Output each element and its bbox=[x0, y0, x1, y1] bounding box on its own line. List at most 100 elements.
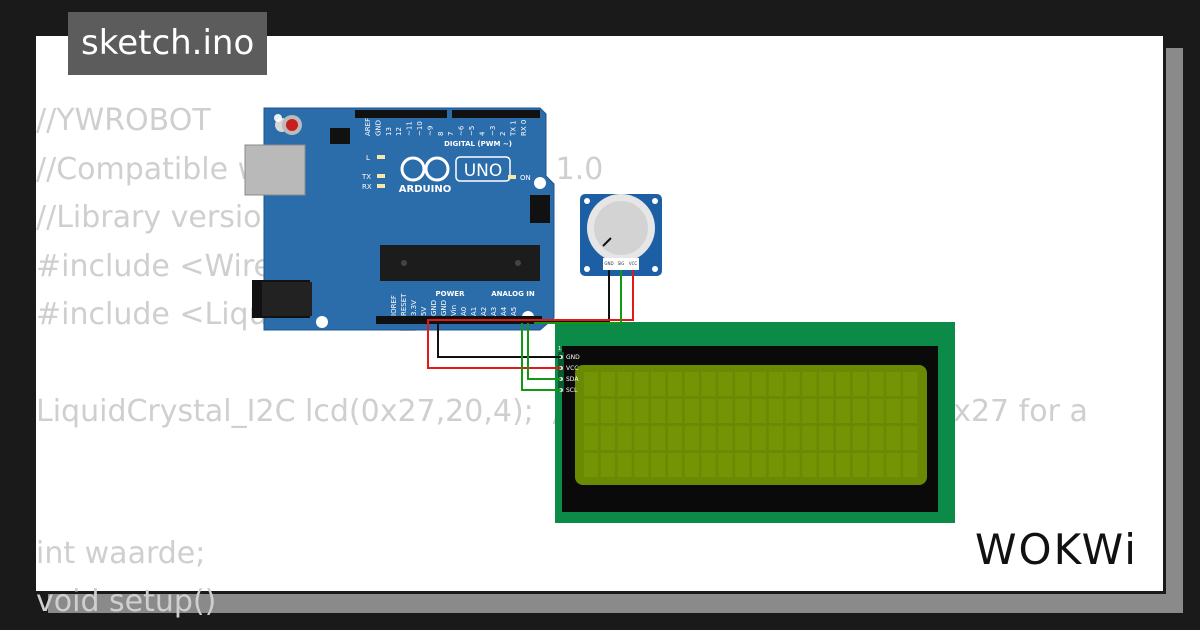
lcd-pin-gnd: GND bbox=[566, 354, 580, 361]
lcd-char-cell bbox=[752, 426, 766, 450]
power-label: POWER bbox=[436, 290, 466, 298]
pin-label: A3 bbox=[490, 307, 498, 316]
lcd-char-cell bbox=[701, 426, 716, 450]
lcd-char-cell bbox=[886, 453, 901, 477]
pot-pin-sig: SIG bbox=[618, 261, 625, 266]
lcd-pin-scl: SCL bbox=[566, 387, 578, 394]
lcd-char-cell bbox=[584, 426, 598, 450]
lcd-char-cell bbox=[684, 372, 699, 396]
lcd-char-cell bbox=[735, 399, 750, 423]
on-led bbox=[508, 175, 516, 179]
digital-label: DIGITAL (PWM ~) bbox=[444, 140, 512, 148]
lcd-char-cell bbox=[584, 453, 598, 477]
lcd-char-cell bbox=[684, 426, 699, 450]
tx-led-label: TX bbox=[361, 173, 371, 181]
lcd-char-cell bbox=[768, 399, 783, 423]
lcd-char-cell bbox=[735, 426, 750, 450]
lcd-char-cell bbox=[785, 426, 800, 450]
pin-label: GND bbox=[374, 120, 382, 136]
lcd-char-cell bbox=[752, 453, 766, 477]
on-label: ON bbox=[520, 174, 531, 182]
lcd-char-cell bbox=[651, 453, 666, 477]
pin-label: 4 bbox=[478, 131, 486, 136]
lcd-char-cell bbox=[617, 399, 632, 423]
mounting-hole bbox=[316, 316, 328, 328]
lcd-char-cell bbox=[701, 372, 716, 396]
pot-pin-vcc: VCC bbox=[629, 261, 638, 266]
code-line: //YWROBOT bbox=[36, 103, 211, 138]
pin-label: ~3 bbox=[489, 126, 497, 136]
lcd-char-grid bbox=[584, 372, 918, 477]
lcd-module[interactable]: 1 GND VCC SDA SCL bbox=[555, 322, 955, 523]
pin-label: IOREF bbox=[390, 295, 398, 316]
lcd-char-cell bbox=[684, 453, 699, 477]
lcd-char-cell bbox=[651, 399, 666, 423]
lcd-char-cell bbox=[634, 453, 649, 477]
lcd-char-cell bbox=[634, 426, 649, 450]
lcd-char-cell bbox=[819, 399, 834, 423]
pin-label: ~10 bbox=[416, 121, 424, 136]
board-brand: ARDUINO bbox=[399, 184, 451, 195]
lcd-char-cell bbox=[819, 426, 834, 450]
icsp-header-top bbox=[330, 128, 350, 144]
lcd-char-cell bbox=[701, 453, 716, 477]
lcd-char-cell bbox=[617, 453, 632, 477]
lcd-char-cell bbox=[836, 453, 850, 477]
pin-label: 2 bbox=[499, 132, 507, 136]
pin-label: RESET bbox=[400, 293, 408, 316]
lcd-char-cell bbox=[584, 399, 598, 423]
lcd-char-cell bbox=[819, 453, 834, 477]
lcd-char-cell bbox=[617, 426, 632, 450]
pin-label: ~5 bbox=[468, 126, 476, 136]
potentiometer[interactable]: GND SIG VCC bbox=[580, 194, 662, 276]
pin-label: A2 bbox=[480, 307, 488, 316]
lcd-char-cell bbox=[718, 372, 733, 396]
sketch-filename-tab[interactable]: sketch.ino bbox=[68, 12, 268, 75]
lcd-char-cell bbox=[701, 399, 716, 423]
rx-led-label: RX bbox=[362, 183, 372, 191]
l-led bbox=[377, 155, 385, 159]
lcd-char-cell bbox=[802, 372, 817, 396]
pin-label: Vin bbox=[450, 305, 458, 316]
lcd-char-cell bbox=[802, 453, 817, 477]
wokwi-logo: WOKWi bbox=[975, 525, 1138, 574]
lcd-char-cell bbox=[634, 399, 649, 423]
lcd-char-cell bbox=[869, 399, 884, 423]
usb-connector bbox=[244, 144, 306, 196]
lcd-char-cell bbox=[852, 426, 867, 450]
pin-label: GND bbox=[430, 300, 438, 316]
lcd-char-cell bbox=[584, 372, 598, 396]
lcd-char-cell bbox=[768, 426, 783, 450]
lcd-char-cell bbox=[886, 426, 901, 450]
lcd-char-cell bbox=[718, 453, 733, 477]
lcd-char-cell bbox=[735, 372, 750, 396]
lcd-char-cell bbox=[768, 453, 783, 477]
reset-button[interactable] bbox=[286, 119, 298, 131]
lcd-screen bbox=[575, 365, 927, 485]
digital-header-right bbox=[452, 110, 540, 118]
lcd-char-cell bbox=[785, 399, 800, 423]
lcd-char-cell bbox=[718, 399, 733, 423]
pin-label: ~11 bbox=[406, 121, 414, 136]
lcd-char-cell bbox=[819, 372, 834, 396]
pin-label: ~6 bbox=[458, 125, 466, 136]
lcd-char-cell bbox=[600, 399, 615, 423]
lcd-char-cell bbox=[869, 426, 884, 450]
pot-pin-gnd: GND bbox=[604, 261, 613, 266]
icsp-header-right bbox=[530, 195, 550, 223]
lcd-char-cell bbox=[802, 426, 817, 450]
arduino-uno-board[interactable]: UNO ARDUINO DIGITAL (PWM ~) POWER ANALOG… bbox=[244, 107, 555, 331]
lcd-char-cell bbox=[886, 372, 901, 396]
mounting-hole bbox=[534, 177, 546, 189]
lcd-char-cell bbox=[718, 426, 733, 450]
code-line: int waarde; bbox=[36, 536, 206, 571]
lcd-char-cell bbox=[651, 372, 666, 396]
lcd-char-cell bbox=[668, 399, 682, 423]
lcd-char-cell bbox=[852, 372, 867, 396]
board-model: UNO bbox=[464, 161, 503, 181]
pin-label: 3.3V bbox=[410, 300, 418, 316]
wires[interactable] bbox=[427, 270, 634, 391]
lcd-char-cell bbox=[869, 372, 884, 396]
power-header bbox=[376, 316, 472, 324]
